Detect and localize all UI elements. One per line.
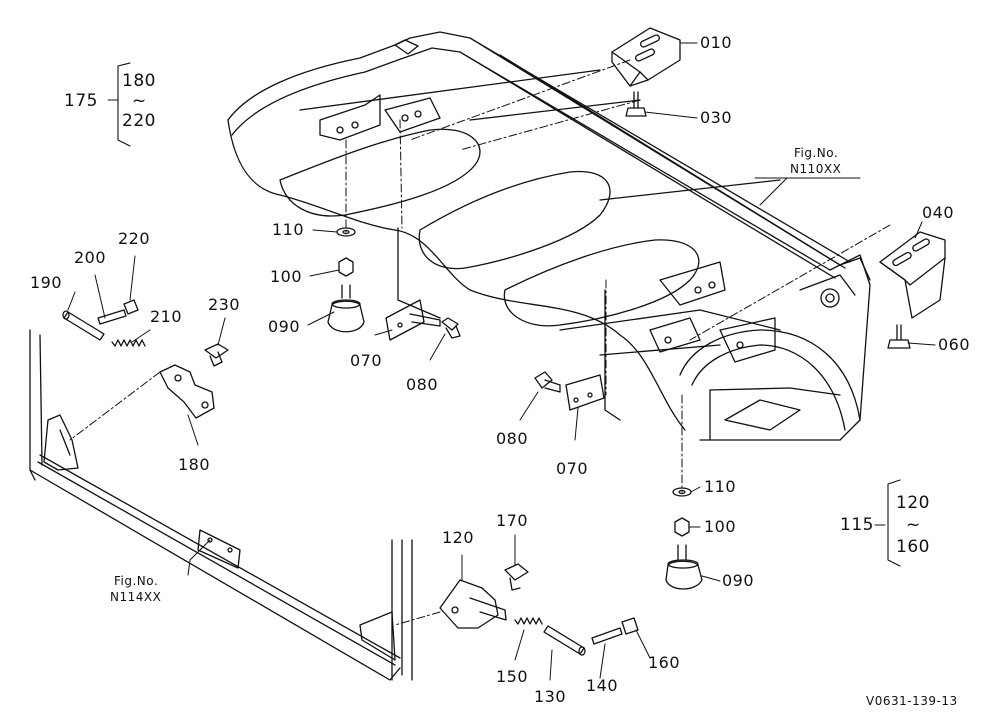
bolt-060 (887, 324, 911, 349)
nut-100-upper (338, 257, 354, 277)
callout-160: 160 (648, 653, 681, 672)
body-bracket-left (319, 94, 441, 141)
spring-210 (111, 339, 146, 347)
callout-100-upper: 100 (270, 267, 303, 286)
callout-140: 140 (586, 676, 619, 695)
callout-110-lower: 110 (704, 477, 737, 496)
rubber-090-lower (665, 544, 703, 590)
bracket-040 (879, 231, 946, 319)
callout-040: 040 (922, 203, 955, 222)
cap-220 (123, 299, 139, 315)
range-left-tilde: ~ (132, 91, 147, 111)
pin-140 (591, 627, 623, 645)
callout-150: 150 (496, 667, 529, 686)
bracket-010 (611, 27, 681, 87)
callout-120: 120 (442, 528, 475, 547)
range-right-to: 160 (896, 537, 930, 557)
callout-200: 200 (74, 248, 107, 267)
range-left-from: 180 (122, 71, 156, 91)
pin-200 (97, 309, 127, 325)
callout-190: 190 (30, 273, 63, 292)
callout-100-lower: 100 (704, 517, 737, 536)
leader-lines (67, 42, 936, 681)
bolt-230 (204, 343, 229, 367)
fig-ref-top-line2: N110XX (790, 162, 842, 176)
callout-090-lower: 090 (722, 571, 755, 590)
callout-170: 170 (496, 511, 529, 530)
nut-100-lower (674, 517, 690, 537)
body-bracket-right (649, 261, 776, 363)
bolt-080-lower (534, 371, 561, 393)
fig-ref-top-line1: Fig.No. (794, 146, 839, 160)
latch-housing-120 (439, 579, 507, 629)
callout-030: 030 (700, 108, 733, 127)
callout-080-upper: 080 (406, 375, 439, 394)
side-frame-left (29, 329, 413, 681)
bracket-070-upper (385, 299, 441, 341)
range-brackets (117, 62, 901, 567)
callout-060: 060 (938, 335, 971, 354)
range-left-to: 220 (122, 111, 156, 131)
assembly-lines (69, 59, 891, 626)
figure-code: V0631-139-13 (866, 694, 958, 708)
bolt-080-upper (441, 317, 461, 339)
callout-070-lower: 070 (556, 459, 589, 478)
callout-080-lower: 080 (496, 429, 529, 448)
bolt-030 (625, 91, 647, 117)
callout-180: 180 (178, 455, 211, 474)
fig-ref-left-line1: Fig.No. (114, 574, 159, 588)
callout-090-upper: 090 (268, 317, 301, 336)
callout-130: 130 (534, 687, 567, 706)
cap-160 (621, 617, 639, 635)
bolt-170 (504, 563, 529, 591)
range-left-parent: 175 (64, 91, 98, 111)
body-panel (227, 31, 871, 441)
range-right-tilde: ~ (906, 515, 921, 535)
callout-210: 210 (150, 307, 183, 326)
pin-130 (543, 625, 586, 656)
pin-190 (62, 310, 105, 341)
range-right-parent: 115 (840, 515, 874, 535)
rubber-090-upper (327, 284, 365, 333)
callout-230: 230 (208, 295, 241, 314)
range-right-from: 120 (896, 493, 930, 513)
bracket-070-lower (565, 374, 605, 411)
fig-ref-left-line2: N114XX (110, 590, 162, 604)
latch-bracket-180 (159, 364, 215, 419)
callout-110-upper: 110 (272, 220, 305, 239)
callout-010: 010 (700, 33, 733, 52)
callout-220: 220 (118, 229, 151, 248)
spring-150 (514, 617, 543, 625)
callout-070-upper: 070 (350, 351, 383, 370)
